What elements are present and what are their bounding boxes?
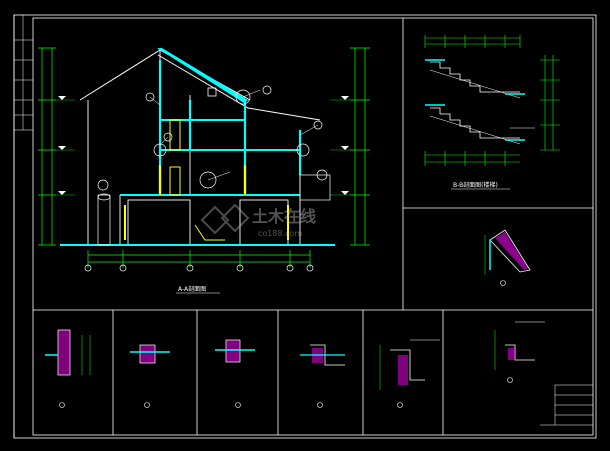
stair-section-title: B-B剖面图(楼梯) <box>453 181 498 189</box>
wall-detail-3 <box>215 339 255 408</box>
stair-section-caption: B-B剖面图(楼梯) <box>451 181 510 190</box>
roof-section-fill <box>157 48 248 103</box>
right-balcony <box>299 169 331 201</box>
stair-right-dimension <box>540 55 560 151</box>
wall-detail-4 <box>300 344 345 408</box>
wall-detail-2 <box>130 344 170 408</box>
stair-bottom-dimension <box>424 151 520 166</box>
sheet-frame <box>13 14 597 439</box>
right-level-markers <box>341 96 349 195</box>
axis-markers <box>84 264 314 272</box>
detail-callouts <box>145 85 323 189</box>
watermark: 土木在线 co188.com <box>200 203 316 238</box>
wall-detail-1 <box>45 329 91 408</box>
left-title-strip <box>14 15 33 131</box>
left-level-markers <box>58 96 66 195</box>
title-block <box>540 384 593 426</box>
doors-windows <box>124 119 289 241</box>
eave-detail-marker <box>500 280 506 286</box>
right-dimension-chain <box>330 47 370 246</box>
attic-vent <box>207 87 217 97</box>
stair-section-view: B-B剖面图(楼梯) <box>424 35 560 190</box>
diamond-logo-icon <box>200 203 250 235</box>
stair-slabs <box>425 59 525 141</box>
left-dimension-chain <box>38 47 75 246</box>
callout-leaders <box>149 89 319 181</box>
watermark-site: co188.com <box>258 229 302 238</box>
main-section-caption: A-A剖面图 <box>176 285 220 294</box>
entry-column <box>97 179 111 246</box>
parapet-detail <box>494 321 545 383</box>
stair-top-dimension <box>424 35 521 48</box>
wall-detail-5 <box>379 339 440 408</box>
main-section-title: A-A剖面图 <box>178 285 206 293</box>
main-section-view: A-A剖面图 <box>38 47 370 294</box>
watermark-brand: 土木在线 <box>252 207 316 226</box>
eave-detail <box>484 229 531 286</box>
